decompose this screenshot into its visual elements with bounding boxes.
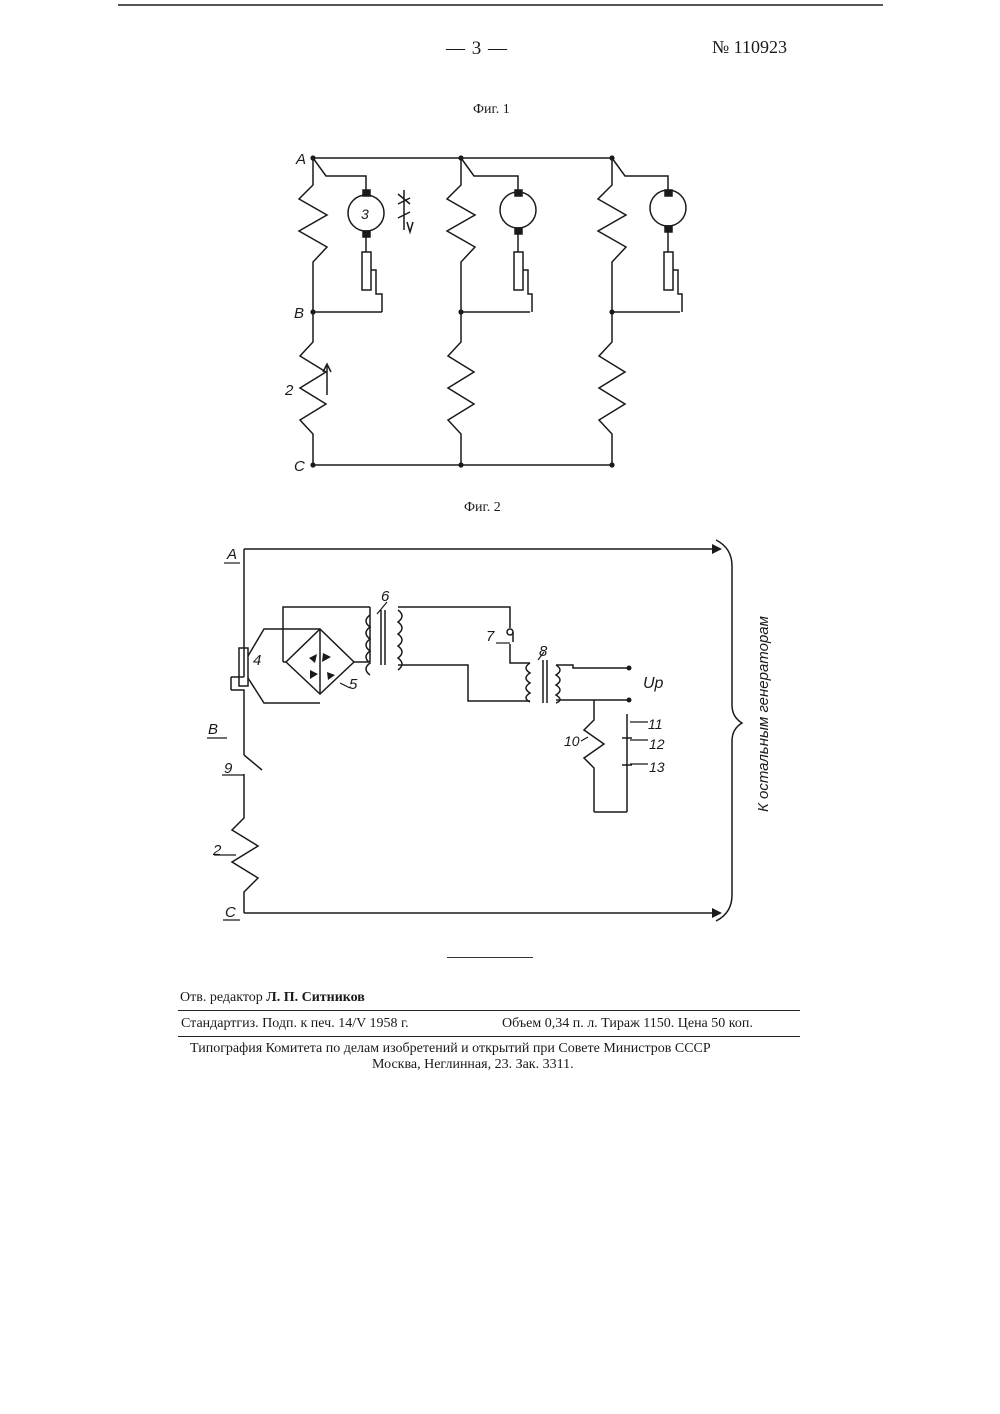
publication-details-left: Стандартгиз. Подп. к печ. 14/V 1958 г. <box>181 1016 409 1032</box>
imprint-rule-top <box>178 1010 800 1011</box>
label-7: 7 <box>486 628 495 645</box>
label-5: 5 <box>349 676 358 693</box>
brace-caption: К остальным генераторам <box>755 616 772 812</box>
label-4: 4 <box>253 652 261 669</box>
label-6: 6 <box>381 588 390 605</box>
imprint-rule-bottom <box>178 1036 800 1037</box>
editor-name: Л. П. Ситников <box>266 990 365 1005</box>
label-12: 12 <box>649 736 665 752</box>
fig2-node-a-label: A <box>226 546 237 563</box>
printer-line-2: Москва, Неглинная, 23. Зак. 3311. <box>372 1057 574 1073</box>
label-10: 10 <box>564 733 580 749</box>
fig2-node-c-label: C <box>225 904 236 921</box>
end-rule <box>447 957 533 958</box>
printer-line-1: Типография Комитета по делам изобретений… <box>190 1041 711 1057</box>
label-11: 11 <box>648 716 663 732</box>
brace <box>716 540 742 921</box>
transformer-6 <box>366 610 402 675</box>
fig2-node-b-label: B <box>208 721 218 738</box>
label-13: 13 <box>649 759 665 775</box>
publication-details-right: Объем 0,34 п. л. Тираж 1150. Цена 50 коп… <box>502 1016 753 1032</box>
editor-line: Отв. редактор Л. П. Ситников <box>180 990 365 1006</box>
voltage-label: Uр <box>643 675 664 692</box>
editor-prefix: Отв. редактор <box>180 990 263 1005</box>
label-2: 2 <box>212 842 222 859</box>
label-9: 9 <box>224 760 233 777</box>
label-8: 8 <box>539 643 548 660</box>
transformer-8 <box>526 660 560 703</box>
